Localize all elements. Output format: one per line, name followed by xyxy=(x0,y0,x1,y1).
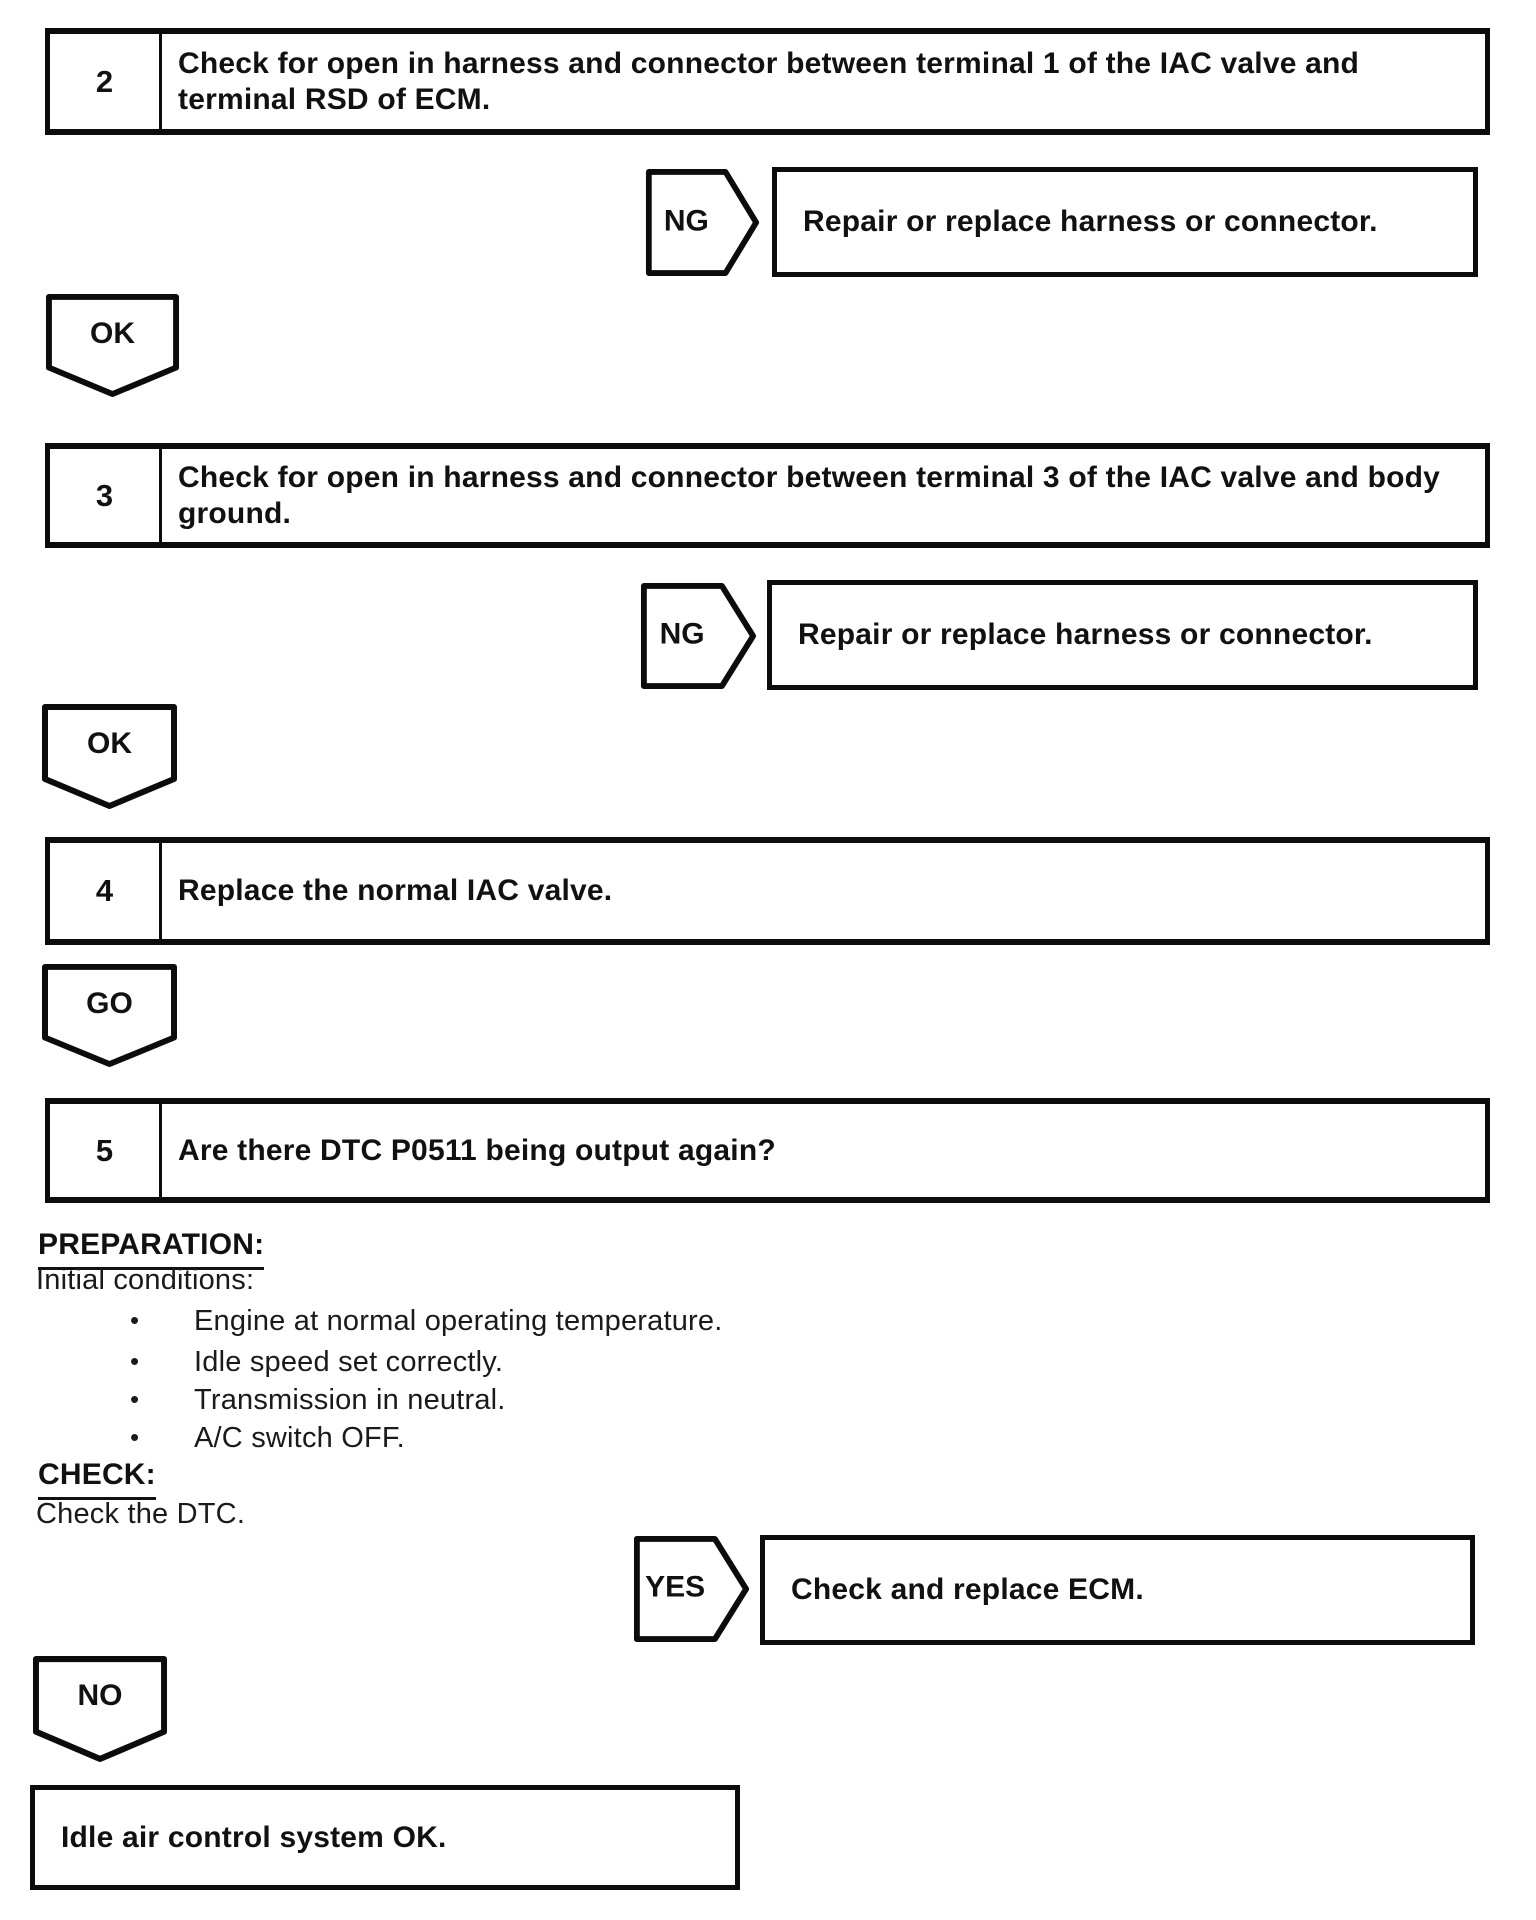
step-box-5: 5 Are there DTC P0511 being output again… xyxy=(45,1098,1490,1203)
check-text: Check the DTC. xyxy=(36,1498,246,1530)
ng-connector-1: NG xyxy=(645,168,760,277)
no-label: NO xyxy=(77,1679,123,1712)
bullet-icon: • xyxy=(130,1384,140,1414)
step-text-2: Check for open in harness and connector … xyxy=(178,46,1360,116)
prep-bullet-text-3: Transmission in neutral. xyxy=(194,1384,506,1416)
pentagon-down-icon xyxy=(42,963,177,1068)
final-result-text: Idle air control system OK. xyxy=(61,1820,447,1854)
yes-label: YES xyxy=(645,1570,706,1604)
pentagon-down-icon xyxy=(32,1656,168,1762)
go-connector: GO xyxy=(41,963,178,1068)
go-label: GO xyxy=(86,987,133,1020)
ok-label-2: OK xyxy=(87,727,132,760)
ng-label-1: NG xyxy=(663,204,709,238)
result-text-yes: Check and replace ECM. xyxy=(791,1573,1144,1606)
no-connector: NO xyxy=(32,1655,168,1763)
prep-bullet-text-4: A/C switch OFF. xyxy=(194,1422,405,1454)
pentagon-down-icon xyxy=(45,293,180,398)
step-box-2: 2 Check for open in harness and connecto… xyxy=(45,28,1490,135)
ok-connector-2: OK xyxy=(41,703,178,810)
yes-connector: YES xyxy=(633,1535,750,1643)
step-number-5: 5 xyxy=(50,1104,162,1197)
pentagon-right-icon xyxy=(633,1535,750,1643)
step-number-3: 3 xyxy=(50,449,162,542)
check-heading: CHECK: xyxy=(38,1458,156,1500)
step-text-5: Are there DTC P0511 being output again? xyxy=(178,1133,776,1167)
result-text-ng-2: Repair or replace harness or connector. xyxy=(798,618,1373,651)
pentagon-right-icon xyxy=(640,582,757,690)
pentagon-down-icon xyxy=(42,704,177,809)
step-number-2: 2 xyxy=(50,34,162,129)
result-box-ng-2: Repair or replace harness or connector. xyxy=(767,580,1478,690)
bullet-icon: • xyxy=(130,1305,140,1335)
result-box-ng-1: Repair or replace harness or connector. xyxy=(772,167,1478,277)
ok-label-1: OK xyxy=(90,317,135,350)
bullet-icon: • xyxy=(130,1346,140,1376)
prep-bullet-4: • A/C switch OFF. xyxy=(118,1422,405,1455)
prep-bullet-text-2: Idle speed set correctly. xyxy=(194,1346,504,1378)
step-text-3: Check for open in harness and connector … xyxy=(178,460,1441,530)
step-box-4: 4 Replace the normal IAC valve. xyxy=(45,837,1490,945)
bullet-icon: • xyxy=(130,1422,140,1452)
ok-connector-1: OK xyxy=(45,293,180,398)
initial-conditions-label: Initial conditions: xyxy=(36,1264,255,1296)
step-number-4: 4 xyxy=(50,843,162,939)
pentagon-right-icon xyxy=(645,168,760,277)
step-box-3: 3 Check for open in harness and connecto… xyxy=(45,443,1490,548)
preparation-heading: PREPARATION: xyxy=(38,1228,265,1270)
ng-label-2: NG xyxy=(659,617,705,651)
result-box-yes: Check and replace ECM. xyxy=(760,1535,1475,1645)
prep-bullet-3: • Transmission in neutral. xyxy=(118,1384,506,1417)
result-text-ng-1: Repair or replace harness or connector. xyxy=(803,205,1378,238)
final-result-box: Idle air control system OK. xyxy=(30,1785,740,1890)
step-text-4: Replace the normal IAC valve. xyxy=(178,874,613,907)
prep-bullet-2: • Idle speed set correctly. xyxy=(118,1346,503,1379)
prep-bullet-1: • Engine at normal operating temperature… xyxy=(118,1305,723,1338)
ng-connector-2: NG xyxy=(640,582,757,690)
prep-bullet-text-1: Engine at normal operating temperature. xyxy=(194,1305,723,1337)
